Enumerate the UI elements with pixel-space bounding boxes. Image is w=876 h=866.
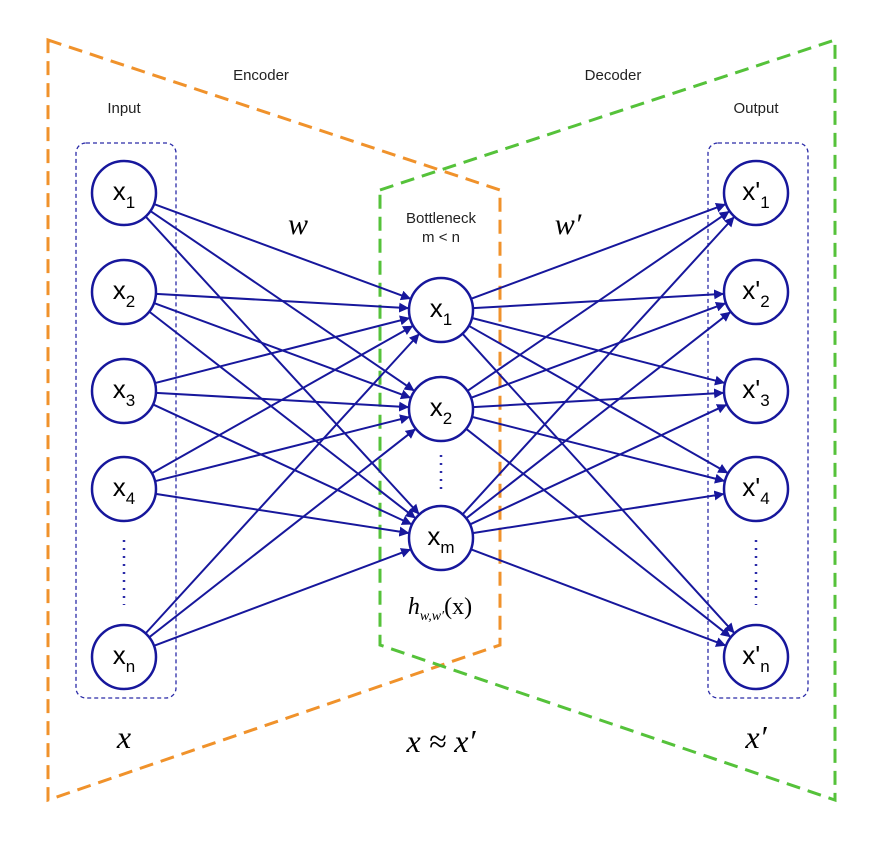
input-node-4: x4: [90, 455, 158, 523]
output-symbol: x′: [744, 719, 767, 755]
decoder-region: [378, 37, 837, 803]
input-label: Input: [107, 100, 141, 117]
output-node-5: x'n: [722, 623, 790, 691]
output-node-2: x'2: [722, 258, 790, 326]
bottleneck-label: Bottleneck: [406, 210, 477, 227]
bottleneck-node-2: x2: [407, 375, 475, 443]
connection-edge-6: [154, 315, 410, 385]
connection-edge-24: [465, 428, 731, 638]
output-node-label: x'n: [742, 640, 769, 676]
connection-edge-12: [144, 333, 420, 635]
bottleneck-node-circle: [407, 276, 475, 344]
connection-edge-25: [461, 216, 735, 516]
bottleneck-node-3: xm: [407, 504, 475, 572]
input-node-label: x2: [113, 275, 135, 311]
output-node-label: x'4: [742, 472, 769, 508]
output-node-circle: [722, 258, 790, 326]
connection-edge-0: [153, 203, 411, 301]
bottleneck-node-label: x1: [430, 293, 452, 329]
encoder-weight-label: w: [288, 208, 308, 241]
approximation-label: x ≈ x′: [406, 723, 477, 759]
hidden-function-label: hw,w′(x): [408, 594, 472, 624]
input-node-circle: [90, 623, 158, 691]
input-node-2: x2: [90, 258, 158, 326]
output-node-label: x'2: [742, 275, 769, 311]
input-node-1: x1: [90, 159, 158, 227]
output-node-1: x'1: [722, 159, 790, 227]
network-nodes: x1 x2 x3 x4 xn x1 x2 xm x'1 x'2 x'3 x'4 x'n: [90, 159, 790, 691]
bottleneck-condition: m < n: [422, 229, 460, 246]
input-node-circle: [90, 258, 158, 326]
connection-edge-8: [152, 403, 412, 526]
encoder-label: Encoder: [233, 67, 289, 84]
connection-edge-11: [155, 492, 410, 537]
bottleneck-node-1: x1: [407, 276, 475, 344]
connection-edge-26: [465, 311, 731, 520]
input-node-5: xn: [90, 623, 158, 691]
input-node-label: x1: [113, 176, 135, 212]
output-node-circle: [722, 159, 790, 227]
connection-edge-5: [148, 310, 416, 519]
connection-edge-23: [471, 415, 725, 484]
connection-edge-29: [470, 548, 727, 647]
bottleneck-node-circle: [407, 504, 475, 572]
input-node-circle: [90, 159, 158, 227]
bottleneck-node-label: xm: [427, 521, 454, 557]
input-node-circle: [90, 455, 158, 523]
connection-edges: [144, 202, 735, 647]
bottleneck-node-label: x2: [430, 392, 452, 428]
connection-edge-20: [466, 210, 730, 392]
output-group-box: [707, 142, 809, 699]
connection-edge-15: [470, 202, 727, 300]
input-group-box: [75, 142, 177, 699]
bottleneck-node-circle: [407, 375, 475, 443]
decoder-label: Decoder: [585, 67, 642, 84]
connection-edge-28: [472, 490, 725, 535]
decoder-weight-label: w′: [555, 208, 582, 241]
input-node-label: x3: [113, 374, 135, 410]
output-node-circle: [722, 455, 790, 523]
connection-edge-14: [153, 548, 412, 647]
connection-edge-13: [148, 428, 416, 639]
output-node-label: x'1: [742, 176, 769, 212]
input-node-circle: [90, 357, 158, 425]
output-node-circle: [722, 357, 790, 425]
connection-edge-21: [470, 301, 727, 399]
output-node-circle: [722, 623, 790, 691]
connection-edge-10: [154, 414, 410, 483]
connection-edge-22: [472, 388, 725, 409]
output-node-3: x'3: [722, 357, 790, 425]
input-symbol: x: [116, 719, 131, 755]
encoder-region: [46, 37, 502, 803]
connection-edge-2: [144, 215, 420, 515]
output-label: Output: [733, 100, 779, 117]
output-node-4: x'4: [722, 455, 790, 523]
connection-edge-27: [469, 404, 728, 526]
input-node-label: x4: [113, 472, 135, 508]
connection-edge-3: [155, 292, 410, 313]
input-node-3: x3: [90, 357, 158, 425]
connection-edge-9: [151, 325, 414, 475]
connection-edge-19: [461, 333, 735, 634]
output-node-label: x'3: [742, 374, 769, 410]
input-node-label: xn: [113, 640, 135, 676]
